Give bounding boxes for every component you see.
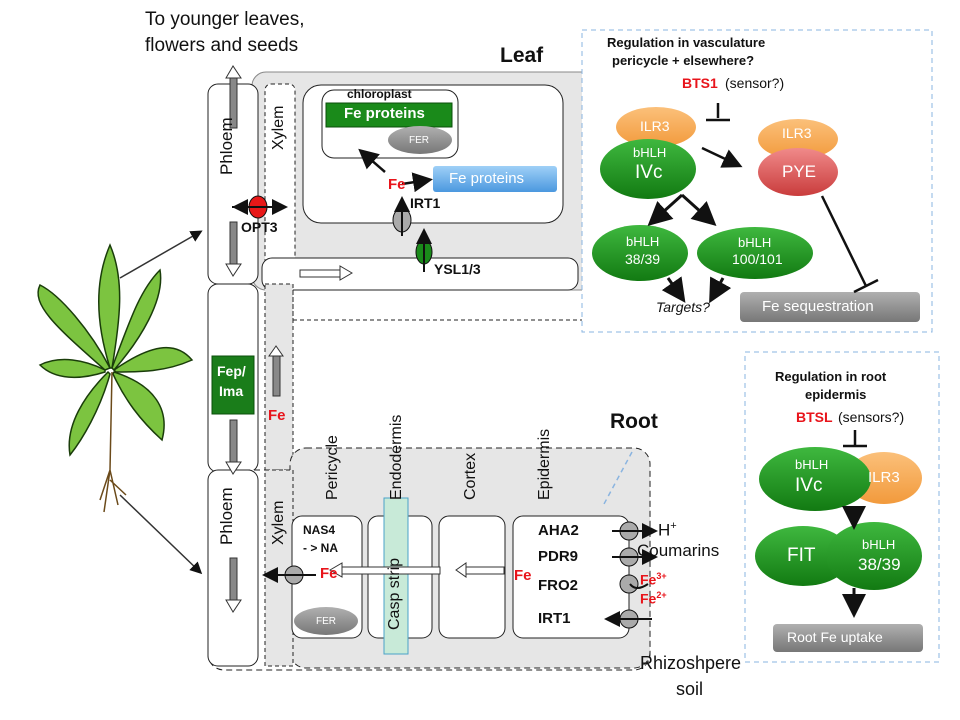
fe-sequestration-label: Fe sequestration xyxy=(762,298,874,315)
bhlh-ivc-main: IVc xyxy=(635,162,663,183)
root-reg-title-line2: epidermis xyxy=(805,387,867,402)
fe-sequestration-box xyxy=(740,292,920,322)
plant-icon xyxy=(37,243,194,513)
ilr3-ellipse-a xyxy=(616,107,696,147)
targets-label: Targets? xyxy=(656,299,710,315)
fit-label: FIT xyxy=(787,545,816,566)
fe-proteins-green-box xyxy=(325,102,453,128)
xylem-tube-stem xyxy=(264,283,294,473)
ilr3-a-label: ILR3 xyxy=(640,118,670,134)
fe3-label: Fe3+ xyxy=(640,571,667,588)
hplus-label: H+ xyxy=(658,520,677,540)
casparian-strip xyxy=(383,497,409,655)
root-uptake-label: Root Fe uptake xyxy=(787,629,883,645)
irt1-root-label: IRT1 xyxy=(538,610,571,627)
cortex-label: Cortex xyxy=(462,452,479,500)
bts1-label: BTS1 xyxy=(682,75,718,91)
nas-line1: NAS4 xyxy=(303,523,336,537)
vasc-title-line2: pericycle + elsewhere? xyxy=(612,53,755,68)
endodermis-label: Endodermis xyxy=(388,414,405,500)
top-text-line2: flowers and seeds xyxy=(145,35,299,56)
ilr3-ellipse-b xyxy=(758,119,838,159)
root-bhlh3839-ellipse xyxy=(826,522,922,590)
rhizosphere-line1: Rhizoshpere xyxy=(640,653,742,673)
xylem-top-label: Xylem xyxy=(270,105,287,150)
nas-line2: - > NA xyxy=(303,541,339,555)
bhlh3839-main: 38/39 xyxy=(625,251,661,267)
ilr3-b-label: ILR3 xyxy=(782,125,812,141)
fe2-sup: 2+ xyxy=(656,590,667,600)
epidermis-label: Epidermis xyxy=(536,428,553,500)
chloroplast-label: chloroplast xyxy=(347,87,412,101)
fe-proteins-blue-box xyxy=(433,166,557,192)
fer-leaf-ellipse xyxy=(388,126,452,154)
root-ilr3-label: ILR3 xyxy=(868,469,900,486)
fep-ima-line2: Ima xyxy=(219,383,244,399)
pericycle-label: Pericycle xyxy=(324,435,341,500)
root-bhlh-top: bHLH xyxy=(795,457,829,472)
root-title: Root xyxy=(610,410,658,433)
bts1-note: (sensor?) xyxy=(725,75,785,91)
pye-label: PYE xyxy=(782,162,817,181)
root-bhlh3839-main: 38/39 xyxy=(858,555,901,574)
fer-leaf-label: FER xyxy=(409,135,429,146)
pdr9-label: PDR9 xyxy=(538,548,579,565)
fer-root-ellipse xyxy=(294,607,358,635)
root-reg-title-line1: Regulation in root xyxy=(775,369,887,384)
vasc-title-line1: Regulation in vasculature xyxy=(607,35,766,50)
root-ivc-ellipse xyxy=(759,447,871,511)
phloem-bottom-label: Phloem xyxy=(217,487,236,545)
leaf-title: Leaf xyxy=(500,44,544,67)
bhlh3839-top: bHLH xyxy=(626,234,660,249)
xylem-bottom-label: Xylem xyxy=(270,500,287,545)
coumarins-label: Coumarins xyxy=(637,541,720,560)
fe-leaf-label: Fe xyxy=(388,176,406,193)
fe-proteins-green-label: Fe proteins xyxy=(344,105,425,122)
cortex-cell xyxy=(438,515,506,639)
opt3-label: OPT3 xyxy=(241,219,278,235)
xylem-tube-top xyxy=(264,83,296,281)
bhlh-ivc-top: bHLH xyxy=(633,145,667,160)
fer-root-label: FER xyxy=(316,616,336,627)
fe-epi-label: Fe xyxy=(514,567,532,584)
casp-strip-label: Casp strip xyxy=(386,557,403,630)
aha2-label: AHA2 xyxy=(538,522,579,539)
fit-ellipse xyxy=(755,526,851,586)
fro2-transporter xyxy=(619,574,639,594)
top-text-line1: To younger leaves, xyxy=(145,9,305,30)
rhizosphere-line2: soil xyxy=(676,679,704,699)
fro2-label: FRO2 xyxy=(538,577,579,594)
ysl-label: YSL1/3 xyxy=(434,261,481,277)
btsl-label: BTSL xyxy=(796,409,833,425)
pye-ellipse xyxy=(758,148,838,196)
fe-proteins-blue-label: Fe proteins xyxy=(449,170,525,187)
bhlh3839-ellipse xyxy=(592,225,688,281)
phloem-top-label: Phloem xyxy=(217,117,236,175)
fe3-sup: 3+ xyxy=(656,571,667,581)
bhlh-ivc-ellipse xyxy=(600,139,696,199)
bhlh100-ellipse xyxy=(697,227,813,279)
root-bhlh3839-top: bHLH xyxy=(862,537,896,552)
root-ivc-label: IVc xyxy=(795,475,823,496)
fe2-text: Fe xyxy=(640,590,657,607)
root-uptake-box xyxy=(773,624,923,652)
fep-ima-line1: Fep/ xyxy=(217,363,246,379)
fe3-text: Fe xyxy=(640,571,657,588)
fep-ima-box xyxy=(211,355,255,415)
hplus-text: H xyxy=(658,520,671,540)
fe-side-label: Fe xyxy=(268,407,286,424)
irt1-leaf-label: IRT1 xyxy=(410,195,441,211)
btsl-note: (sensors?) xyxy=(838,409,905,425)
bhlh100-main: 100/101 xyxy=(732,251,783,267)
hplus-sup: + xyxy=(670,520,677,532)
bhlh100-top: bHLH xyxy=(738,235,772,250)
fe2-label: Fe2+ xyxy=(640,590,667,607)
fe-peri-label: Fe xyxy=(320,565,338,582)
